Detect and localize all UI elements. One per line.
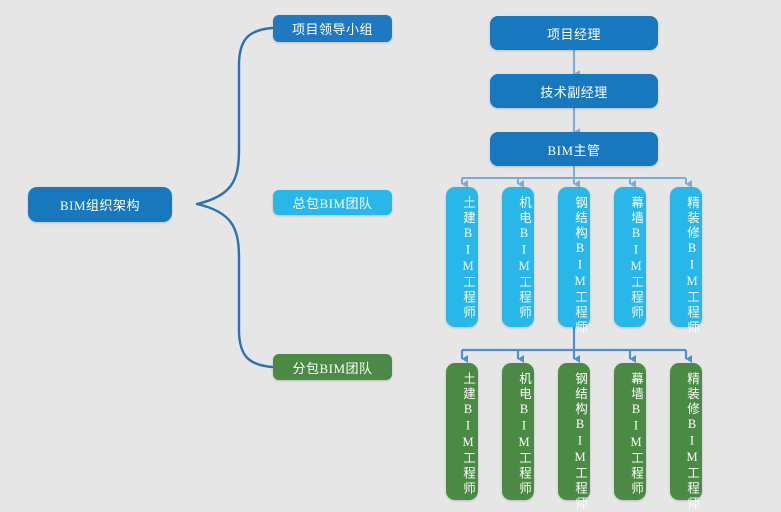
brace-connector xyxy=(195,26,274,369)
gc-engineer-label-civil: 土建BIM工程师 xyxy=(461,196,475,321)
sub-engineer-column-steel-structure[interactable]: 钢结构BIM工程师 xyxy=(558,363,590,512)
sub-engineer-column-curtain-wall[interactable]: 幕墙BIM工程师 xyxy=(614,363,646,500)
sub-engineer-label-civil: 土建BIM工程师 xyxy=(461,372,475,497)
sub-engineer-label-steel-structure: 钢结构BIM工程师 xyxy=(573,372,587,512)
sub-engineer-label-curtain-wall: 幕墙BIM工程师 xyxy=(629,372,643,497)
sub-engineer-label-interior-decoration: 精装修BIM工程师 xyxy=(685,372,699,512)
gc-engineer-column-civil[interactable]: 土建BIM工程师 xyxy=(446,187,478,327)
gc-engineer-label-mep: 机电BIM工程师 xyxy=(517,196,531,321)
chain-node-technical-deputy-manager[interactable]: 技术副经理 xyxy=(490,74,658,108)
sub-engineer-column-civil[interactable]: 土建BIM工程师 xyxy=(446,363,478,500)
gc-engineer-label-curtain-wall: 幕墙BIM工程师 xyxy=(629,196,643,321)
root-node-bim-organization[interactable]: BIM组织架构 xyxy=(28,187,172,222)
gc-engineer-label-steel-structure: 钢结构BIM工程师 xyxy=(573,196,587,336)
category-label-general-contractor-bim-team[interactable]: 总包BIM团队 xyxy=(273,190,392,215)
gc-engineer-column-mep[interactable]: 机电BIM工程师 xyxy=(502,187,534,327)
gc-engineer-label-interior-decoration: 精装修BIM工程师 xyxy=(685,196,699,336)
category-label-subcontractor-bim-team[interactable]: 分包BIM团队 xyxy=(273,354,392,380)
sub-engineer-label-mep: 机电BIM工程师 xyxy=(517,372,531,497)
gc-engineer-column-steel-structure[interactable]: 钢结构BIM工程师 xyxy=(558,187,590,336)
sub-engineer-column-mep[interactable]: 机电BIM工程师 xyxy=(502,363,534,500)
gc-engineer-column-interior-decoration[interactable]: 精装修BIM工程师 xyxy=(670,187,702,336)
edge-bus-general-contractor xyxy=(461,166,692,188)
category-label-project-leadership-group[interactable]: 项目领导小组 xyxy=(273,15,392,42)
sub-engineer-column-interior-decoration[interactable]: 精装修BIM工程师 xyxy=(670,363,702,512)
chain-node-project-manager[interactable]: 项目经理 xyxy=(490,16,658,50)
gc-engineer-column-curtain-wall[interactable]: 幕墙BIM工程师 xyxy=(614,187,646,327)
chain-node-bim-supervisor[interactable]: BIM主管 xyxy=(490,132,658,166)
